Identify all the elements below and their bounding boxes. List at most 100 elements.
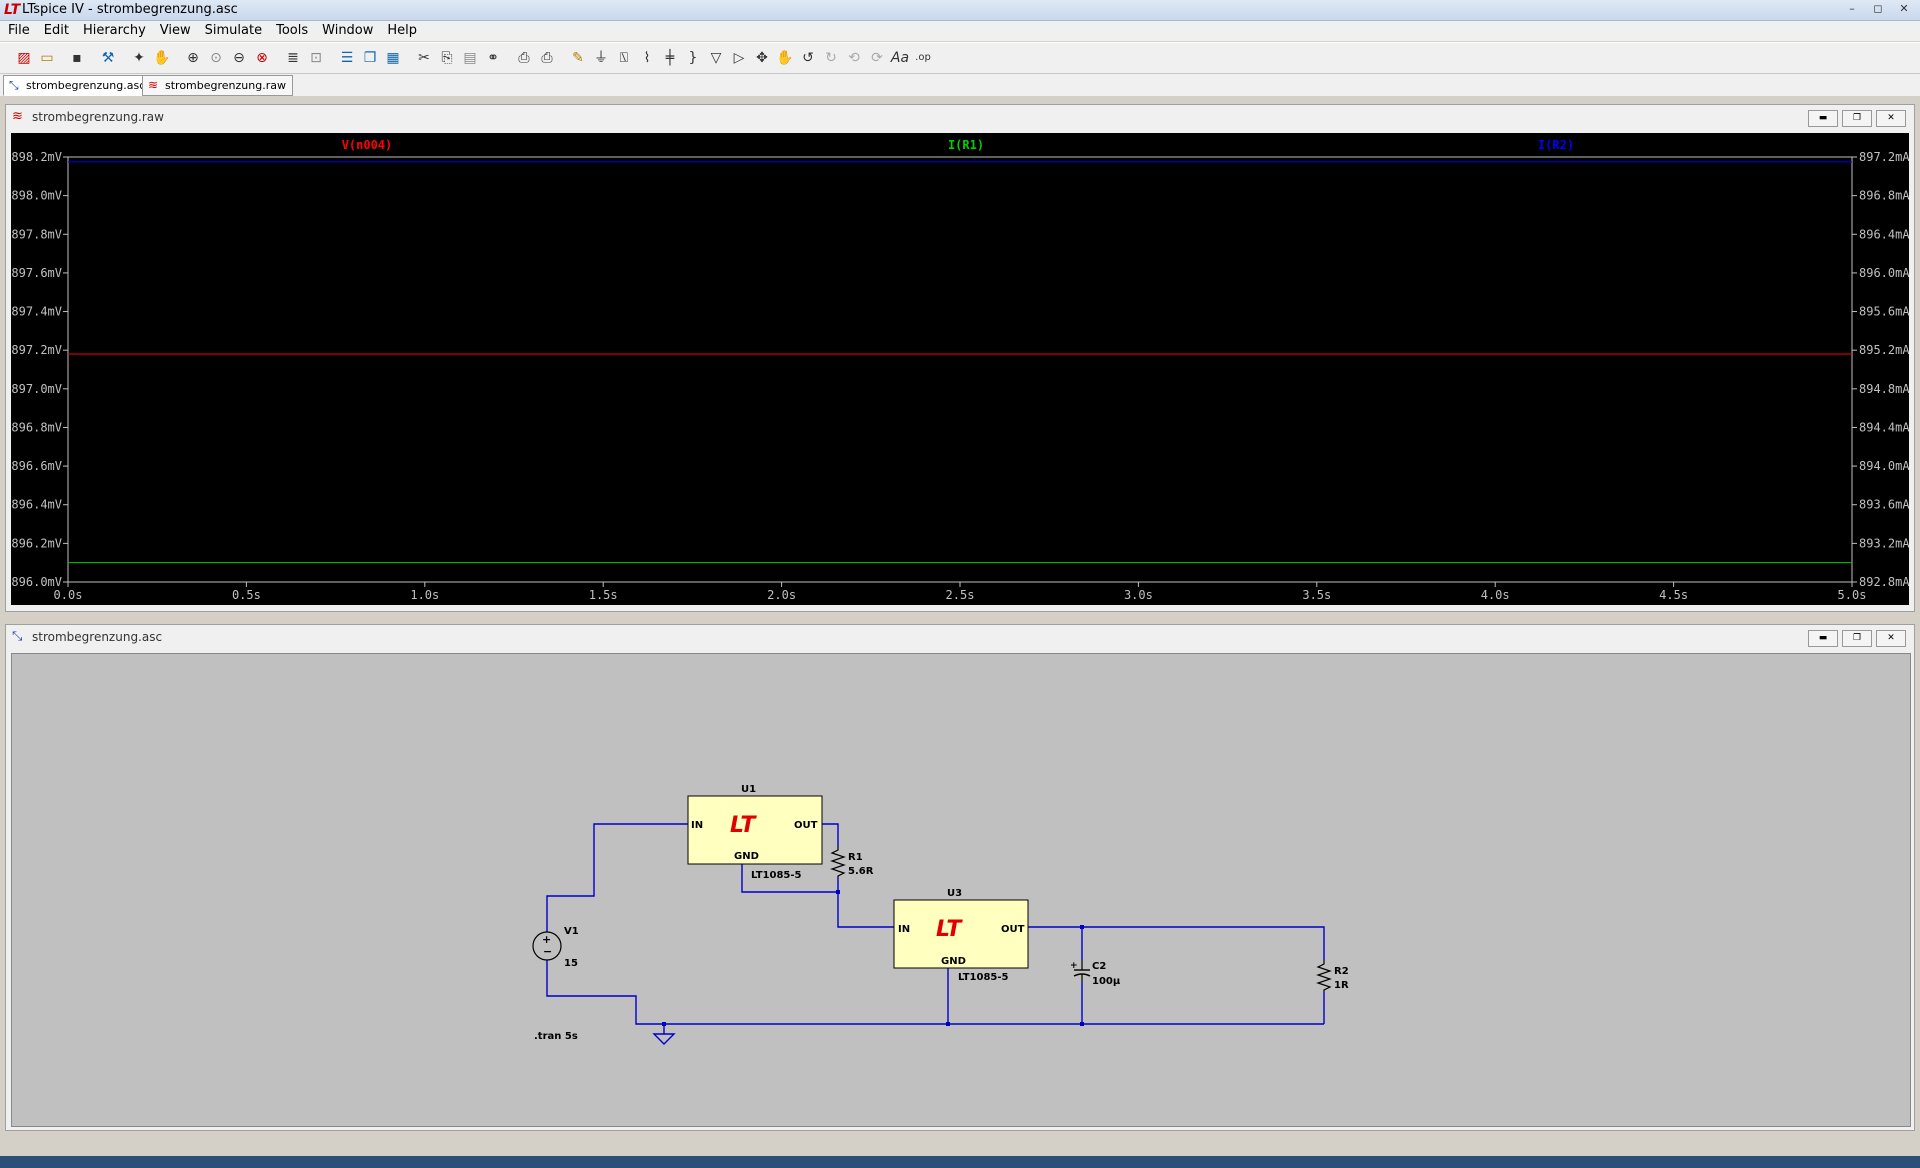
u3-ref: U3 (947, 888, 962, 899)
rotate-icon[interactable]: ⟲ (848, 50, 860, 66)
y-left-tick-label: 897.0mV (11, 382, 62, 396)
resistor-icon[interactable]: ⌇ (643, 50, 651, 66)
capacitor-icon[interactable]: ╪ (665, 50, 675, 66)
legend-vn004[interactable]: V(n004) (342, 138, 393, 152)
mirror-icon[interactable]: ⟳ (871, 50, 883, 66)
wire-ground-bus[interactable] (546, 960, 1324, 1025)
u1-in-pin: IN (691, 820, 703, 831)
halt-icon[interactable]: ✋ (153, 50, 171, 66)
waveform-close-button[interactable]: ✕ (1876, 110, 1906, 127)
legend-ir1[interactable]: I(R1) (948, 138, 984, 152)
junction-dot (1080, 925, 1084, 929)
wire-u3out-r2[interactable] (1001, 926, 1325, 960)
schematic-close-button[interactable]: ✕ (1876, 630, 1906, 647)
schematic-drawing[interactable]: U1 IN OUT GND LT LT1085-5 U3 IN OUT GND … (12, 654, 1910, 1126)
print-setup-icon[interactable]: ⎙ (518, 50, 530, 66)
y-right-tick-label: 894.4mA (1859, 420, 1909, 434)
waveform-window-title: strombegrenzung.raw (32, 110, 164, 124)
zoom-out-icon[interactable]: ⊖ (233, 50, 245, 66)
tran-directive[interactable]: .tran 5s (534, 1031, 578, 1042)
menu-simulate[interactable]: Simulate (204, 23, 263, 38)
new-schematic-icon[interactable]: ▨ (17, 50, 31, 66)
spice-directive-icon[interactable]: .op (915, 52, 931, 63)
ground-symbol-icon[interactable] (652, 1033, 676, 1045)
y-right-tick-label: 892.8mA (1859, 575, 1909, 589)
menu-window[interactable]: Window (322, 23, 374, 38)
copy-icon[interactable]: ⎘ (441, 50, 453, 66)
y-left-tick-label: 898.0mV (11, 189, 62, 203)
inductor-icon[interactable]: } (688, 50, 698, 66)
legend-ir2[interactable]: I(R2) (1538, 138, 1574, 152)
find-icon[interactable]: ⚭ (487, 50, 499, 66)
menu-hierarchy[interactable]: Hierarchy (82, 23, 146, 38)
menu-view[interactable]: View (159, 23, 191, 38)
u1-ref: U1 (741, 784, 756, 795)
waveform-restore-button[interactable]: ❐ (1842, 110, 1872, 127)
open-folder-icon[interactable]: ▭ (40, 50, 54, 66)
u3-gnd-pin: GND (941, 956, 966, 967)
cursor-icon[interactable]: ⊡ (310, 50, 322, 66)
move-icon[interactable]: ✥ (756, 50, 768, 66)
schematic-canvas[interactable]: U1 IN OUT GND LT LT1085-5 U3 IN OUT GND … (11, 653, 1911, 1127)
cut-icon[interactable]: ✂ (418, 50, 430, 66)
r2-value: 1R (1334, 980, 1349, 991)
zoom-in-icon[interactable]: ⊕ (187, 50, 199, 66)
y-right-tick-label: 897.2mA (1859, 150, 1909, 164)
x-tick-label: 3.0s (1124, 588, 1153, 602)
u3-component[interactable]: U3 IN OUT GND LT LT1085-5 (893, 888, 1029, 983)
maximize-button[interactable]: ◻ (1873, 2, 1883, 15)
tile-vertical-icon[interactable]: ▦ (386, 50, 400, 66)
u1-out-pin: OUT (794, 820, 818, 831)
label-net-icon[interactable]: ⍂ (619, 50, 629, 66)
menu-tools[interactable]: Tools (276, 23, 309, 38)
y-left-tick-label: 896.0mV (11, 575, 62, 589)
pan-icon[interactable]: ⊙ (210, 50, 222, 66)
tile-horizontal-icon[interactable]: ☰ (340, 50, 354, 66)
menu-bar: File Edit Hierarchy View Simulate Tools Window… (0, 21, 1920, 41)
y-left-tick-label: 896.4mV (11, 498, 62, 512)
menu-help[interactable]: Help (387, 23, 418, 38)
minimize-button[interactable]: – (1849, 2, 1855, 15)
tab-waveform[interactable]: ≋ strombegrenzung.raw (142, 75, 293, 96)
draw-wire-icon[interactable]: ✎ (572, 50, 584, 66)
schematic-restore-button[interactable]: ❐ (1842, 630, 1872, 647)
close-button[interactable]: ✕ (1899, 2, 1909, 15)
drag-icon[interactable]: ✋ (776, 50, 794, 66)
y-right-tick-label: 893.6mA (1859, 498, 1909, 512)
v1-plus-icon: + (542, 933, 551, 946)
v1-component[interactable]: + − V1 15 (532, 926, 579, 969)
autorange-icon[interactable]: ≣ (287, 50, 299, 66)
print-icon[interactable]: ⎙ (541, 50, 553, 66)
c2-polarity-icon: + (1070, 961, 1078, 971)
r1-component[interactable]: R1 5.6R (830, 846, 874, 878)
c2-component[interactable]: + C2 100µ (1070, 960, 1121, 987)
undo-icon[interactable]: ↺ (802, 50, 814, 66)
ground-icon[interactable]: ⏚ (594, 50, 608, 66)
u1-component[interactable]: U1 IN OUT GND LT LT1085-5 (687, 784, 823, 881)
waveform-plot[interactable]: 898.2mV898.0mV897.8mV897.6mV897.4mV897.2… (11, 133, 1910, 605)
c2-ref: C2 (1092, 961, 1106, 972)
zoom-fit-icon[interactable]: ⊗ (256, 50, 268, 66)
menu-edit[interactable]: Edit (43, 23, 69, 38)
schematic-window-titlebar: ⤡ strombegrenzung.asc ▬ ❐ ✕ (6, 625, 1914, 649)
waveform-minimize-button[interactable]: ▬ (1808, 110, 1838, 127)
wire-v1-u1in[interactable] (546, 823, 688, 932)
run-icon[interactable]: ✦ (133, 50, 145, 66)
schematic-minimize-button[interactable]: ▬ (1808, 630, 1838, 647)
redo-icon[interactable]: ↻ (825, 50, 837, 66)
menu-file[interactable]: File (8, 23, 30, 38)
diode-icon[interactable]: ▽ (710, 50, 722, 66)
control-panel-icon[interactable]: ⚒ (101, 50, 115, 66)
r2-component[interactable]: R2 1R (1316, 960, 1349, 992)
cascade-icon[interactable]: ❐ (363, 50, 377, 66)
y-left-tick-label: 897.4mV (11, 305, 62, 319)
component-icon[interactable]: ▷ (733, 50, 745, 66)
junction-dot (946, 1022, 950, 1026)
paste-icon[interactable]: ▤ (463, 50, 477, 66)
save-icon[interactable]: ▪ (72, 50, 82, 66)
text-icon[interactable]: Aa (890, 50, 910, 66)
tab-waveform-label: strombegrenzung.raw (165, 79, 286, 92)
tab-schematic[interactable]: ⤡ strombegrenzung.asc (3, 75, 153, 96)
